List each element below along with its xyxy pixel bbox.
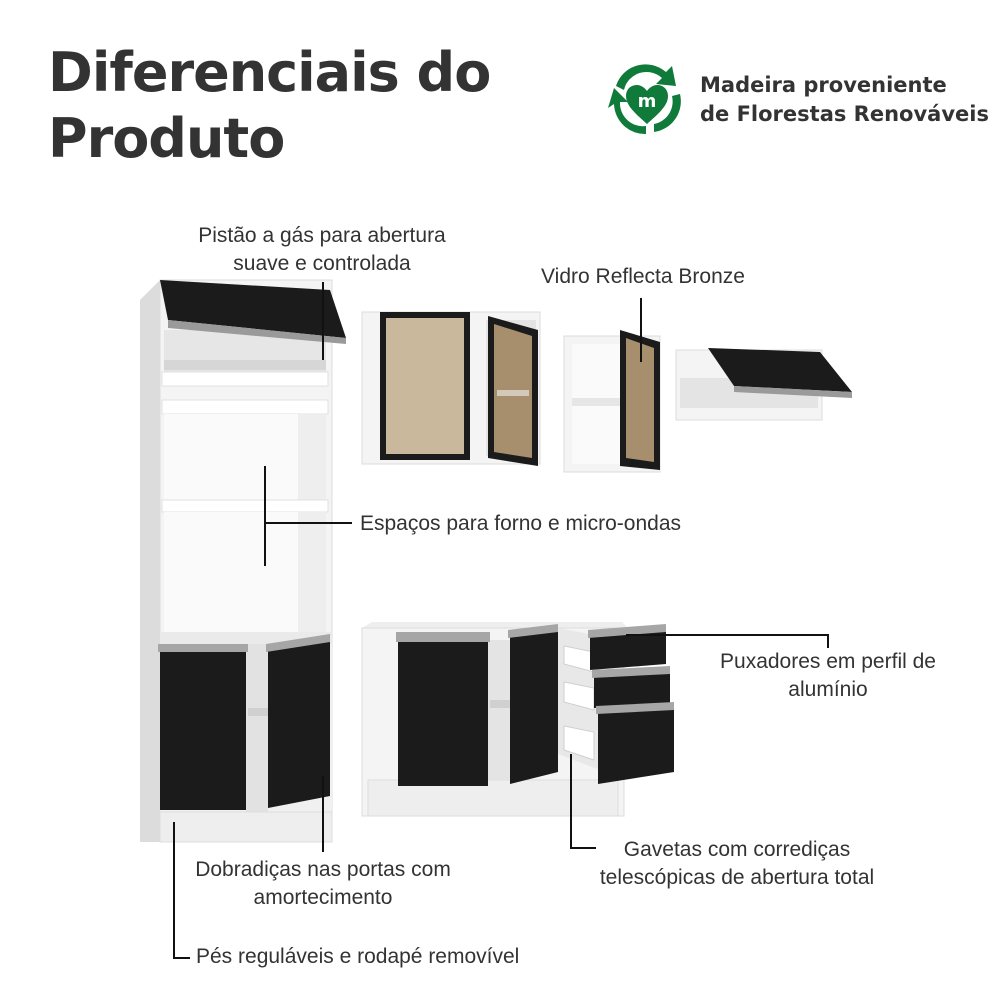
feature-glass-line-1: Vidro Reflecta Bronze: [541, 265, 745, 288]
feature-oven-label: Espaços para forno e micro-ondas: [360, 510, 681, 538]
page-title-line-2: Produto: [48, 107, 285, 170]
feature-handles-label: Puxadores em perfil de alumínio: [700, 648, 956, 704]
feature-drawers-line-2: telescópicas de abertura total: [599, 866, 875, 889]
badge-line-1: Madeira proveniente: [700, 73, 947, 97]
badge-text: Madeira proveniente de Florestas Renováv…: [700, 71, 989, 129]
handles-leader-line: [626, 634, 829, 648]
feature-drawers-line-1: Gavetas com corrediças: [623, 838, 851, 861]
small-wall-cabinet: [675, 348, 852, 421]
tower-left-door: [158, 644, 248, 810]
base-left-door: [396, 632, 490, 786]
feature-hinges-line-1: Dobradiças nas portas com: [195, 858, 451, 881]
feature-hinges-label: Dobradiças nas portas com amortecimento: [176, 856, 470, 912]
drawers-leader-line: [570, 754, 596, 849]
feature-drawers-label: Gavetas com corrediças telescópicas de a…: [574, 836, 900, 892]
glass-wall-cabinet-single: [563, 330, 661, 473]
page-title: Diferenciais do Produto: [48, 40, 491, 172]
callout-lines: [173, 282, 829, 959]
feature-handles-line-2: alumínio: [788, 678, 868, 701]
page-title-line-1: Diferenciais do: [48, 41, 491, 104]
feature-oven-line-1: Espaços para forno e micro-ondas: [360, 512, 681, 535]
glass-wall-cabinet-double: [361, 311, 541, 466]
feet-leader-line: [173, 822, 190, 959]
feature-piston-line-2: suave e controlada: [233, 252, 411, 275]
recycle-m-icon: m: [608, 64, 681, 135]
feature-handles-line-1: Puxadores em perfil de: [720, 650, 936, 673]
feature-piston-line-1: Pistão a gás para abertura: [198, 224, 446, 247]
gas-piston-lift-door: [160, 280, 346, 344]
feature-hinges-line-2: amortecimento: [253, 886, 393, 909]
telescopic-drawers: [558, 624, 674, 784]
tower-right-door: [266, 634, 330, 808]
feature-piston-label: Pistão a gás para abertura suave e contr…: [180, 222, 464, 278]
sustainability-badge: m Madeira proveniente de Florestas Renov…: [606, 64, 989, 136]
base-right-door: [508, 624, 558, 784]
feature-feet-line-1: Pés reguláveis e rodapé removível: [196, 945, 520, 968]
feature-feet-label: Pés reguláveis e rodapé removível: [196, 943, 519, 971]
svg-text:m: m: [638, 91, 657, 112]
badge-line-2: de Florestas Renováveis: [700, 102, 989, 126]
feature-glass-label: Vidro Reflecta Bronze: [522, 263, 764, 291]
